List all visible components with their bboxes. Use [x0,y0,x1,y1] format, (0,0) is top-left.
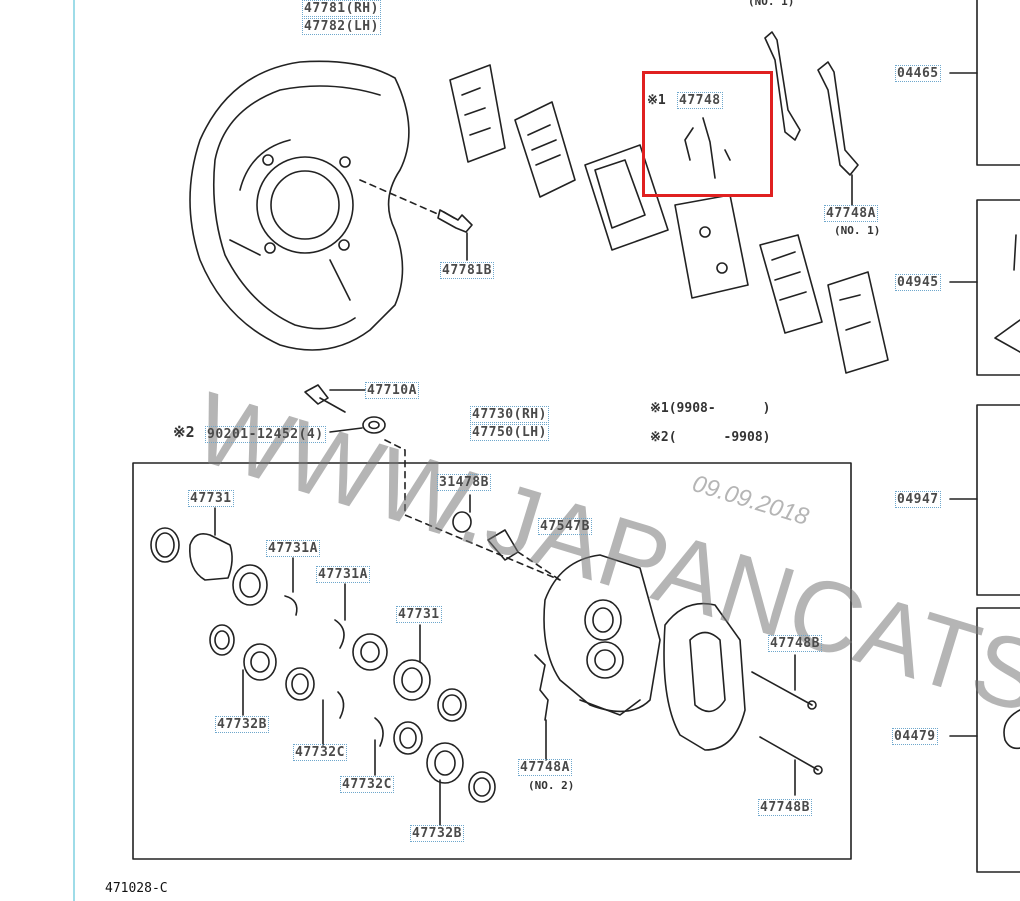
label-47782-lh[interactable]: 47782(LH) [302,18,381,35]
pad-pin-2 [759,736,823,775]
label-04947[interactable]: 04947 [895,491,941,508]
label-90201-12452[interactable]: 90201-12452(4) [205,426,326,443]
legend-1: ※1(9908- ) [650,401,771,416]
label-47748b-2[interactable]: 47748B [758,799,812,816]
right-box-4 [976,607,1020,873]
pad-clip-no2 [534,654,549,721]
label-47731a-1[interactable]: 47731A [266,540,320,557]
label-47732c-1[interactable]: 47732C [293,744,347,761]
bleeder-plug-47547b [487,529,561,581]
anti-squeal-shim-1 [449,64,506,163]
label-47731-top[interactable]: 47731 [188,490,234,507]
mark-1-prefix: ※1 [647,93,666,108]
mark-2-prefix: ※2 [173,423,195,441]
label-47731a-2[interactable]: 47731A [316,566,370,583]
label-47547b[interactable]: 47547B [538,518,592,535]
caliper-kit-frame [132,462,852,860]
dust-shield [189,60,410,351]
caliper-body [543,554,661,716]
label-47732b-2[interactable]: 47732B [410,825,464,842]
label-47750-lh[interactable]: 47750(LH) [470,424,549,441]
label-47748a-no1[interactable]: 47748A [824,205,878,222]
label-47748b-1[interactable]: 47748B [768,635,822,652]
label-47781-rh[interactable]: 47781(RH) [302,0,381,17]
right-box-1 [976,0,1020,166]
diagram-id: 471028-C [105,881,168,896]
legend-2: ※2( -9908) [650,430,771,445]
highlight-box [642,71,773,197]
pad-support-plate-1 [764,31,801,141]
label-47731-mid[interactable]: 47731 [396,606,442,623]
bolt-47710a [304,384,346,413]
note-no1-top: (NO. 1) [748,0,795,8]
label-47748[interactable]: 47748 [677,92,723,109]
label-04945[interactable]: 04945 [895,274,941,291]
label-47781b[interactable]: 47781B [440,262,494,279]
label-04479[interactable]: 04479 [892,728,938,745]
label-47748a-no2[interactable]: 47748A [518,759,572,776]
pad-support-plate-2 [817,61,859,176]
note-no1-right: (NO. 1) [834,224,881,237]
label-31478b[interactable]: 31478B [437,474,491,491]
washer-90201 [362,416,386,434]
bushing-31478b [452,511,472,533]
label-47730-rh[interactable]: 47730(RH) [470,406,549,423]
label-47732b-1[interactable]: 47732B [215,716,269,733]
piston-seal-set [150,527,496,803]
label-47710a[interactable]: 47710A [365,382,419,399]
right-box-3 [976,404,1020,596]
anti-squeal-shim-3 [759,234,823,334]
brake-pad-outer [674,194,749,299]
pad-wear-indicator [684,117,731,179]
brake-pad-inner [584,144,669,251]
label-04465[interactable]: 04465 [895,65,941,82]
anti-squeal-shim-4 [827,271,889,374]
bolt-47781b [437,209,473,233]
anti-squeal-shim-2 [514,101,576,198]
note-no2: (NO. 2) [528,779,575,792]
right-box-2 [976,199,1020,376]
caliper-body-outer [663,602,746,751]
label-47732c-2[interactable]: 47732C [340,776,394,793]
pad-pin-1 [751,671,817,710]
